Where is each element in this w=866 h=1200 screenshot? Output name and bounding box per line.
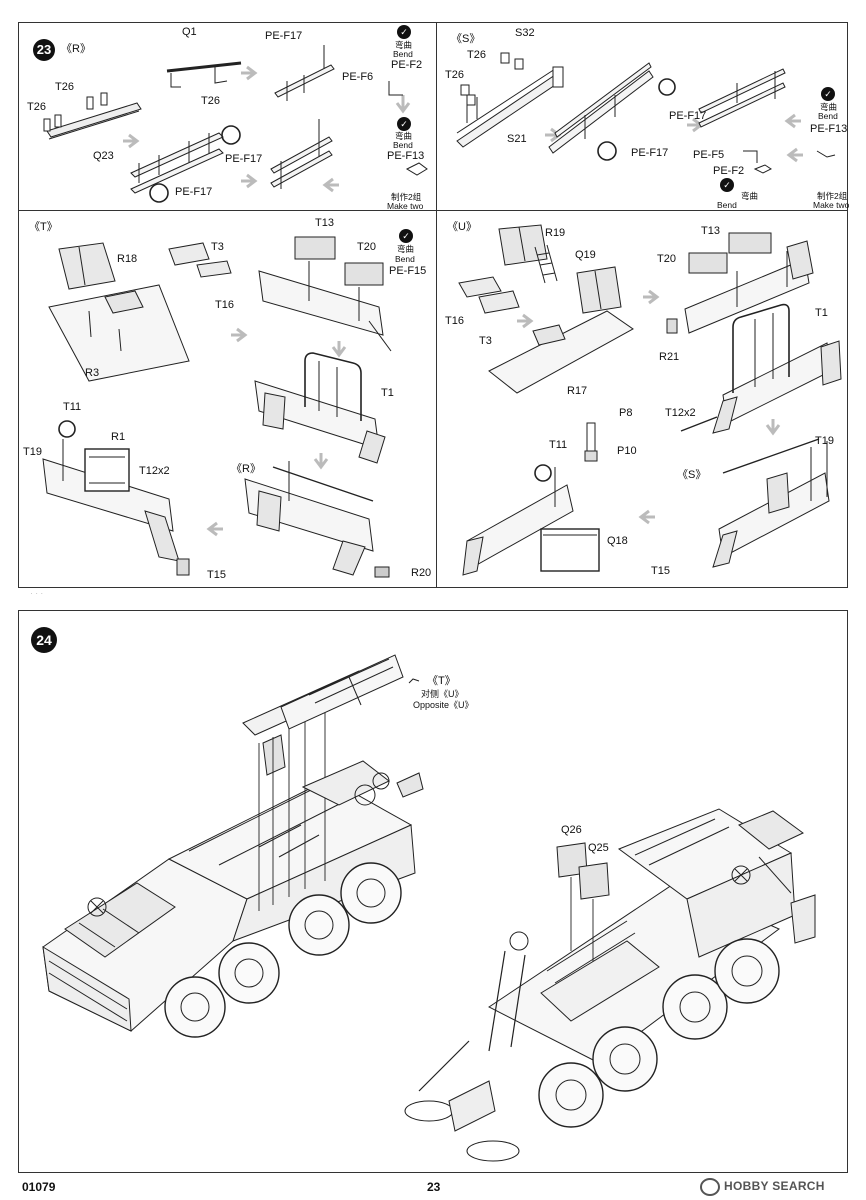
panel-step23-s: 《S》 S32 T26 T26 S21 PE-F17 PE-F17 PE-F13…	[436, 22, 850, 211]
r-label-pe-f17-mid: PE-F17	[225, 153, 263, 165]
bend-icon: ✓	[397, 25, 411, 39]
step24-label-q26: Q26	[561, 824, 582, 836]
r-label-pe-f6: PE-F6	[342, 71, 374, 83]
u-label-r19: R19	[545, 227, 566, 239]
u-label-t16: T16	[445, 315, 464, 327]
step24-drawing	[42, 654, 816, 1162]
t-label-t20: T20	[357, 241, 376, 253]
r-label-pe-f17-top: PE-F17	[265, 30, 303, 42]
step24-t-ref: 《T》	[427, 675, 456, 687]
bend-icon: ✓	[397, 117, 411, 131]
t-bend-en: Bend	[395, 254, 415, 264]
step24-opposite-en: Opposite《U》	[413, 700, 474, 710]
s-bend1-en: Bend	[818, 111, 838, 121]
hobby-search-watermark-text: HOBBY SEARCH	[724, 1179, 825, 1194]
footer-page-number: 23	[427, 1180, 441, 1194]
panel-edge-mark: · · ·	[30, 588, 44, 598]
u-label-r21: R21	[659, 351, 680, 363]
r-label-t26-c: T26	[27, 101, 46, 113]
step24-opposite-cn: 对侧《U》	[421, 689, 464, 699]
panel-step23-u: 《U》 R19 Q19 T16 T3 R17 T13 T20 T1 R21 P8…	[436, 210, 848, 588]
u-label-t3: T3	[479, 335, 492, 347]
step-24-badge: 24	[31, 627, 57, 653]
t-label-t3: T3	[211, 241, 224, 253]
bend-icon: ✓	[821, 87, 835, 101]
r-label-pe-f13: PE-F13	[387, 150, 425, 162]
r-bend1-cn: 弯曲	[395, 40, 413, 50]
r-label-q1: Q1	[182, 26, 197, 38]
r-label-pe-f17-low: PE-F17	[175, 186, 213, 198]
s-label-t26-a: T26	[467, 49, 486, 61]
s-label-s32: S32	[515, 27, 535, 39]
s-make-two-cn: 制作2组	[817, 191, 848, 201]
s-bend1-cn: 弯曲	[820, 102, 838, 112]
s-title: 《S》	[451, 33, 481, 45]
r-bend2-cn: 弯曲	[395, 131, 413, 141]
r-label-t26-b: T26	[201, 95, 220, 107]
t-title: 《T》	[29, 221, 58, 233]
footer-product-code: 01079	[22, 1180, 56, 1194]
u-label-t11: T11	[549, 439, 568, 451]
s-label-pe-f5: PE-F5	[693, 149, 725, 161]
u-label-q19: Q19	[575, 249, 596, 261]
s-label-s21: S21	[507, 133, 527, 145]
u-label-t15: T15	[651, 565, 670, 577]
u-label-t13: T13	[701, 225, 720, 237]
bend-icon: ✓	[399, 229, 413, 243]
t-label-t19: T19	[23, 446, 42, 458]
u-label-r17: R17	[567, 385, 588, 397]
s-label-pe-f17-a: PE-F17	[669, 110, 707, 122]
u-label-p10: P10	[617, 445, 637, 457]
u-label-t20: T20	[657, 253, 676, 265]
u-label-t1: T1	[815, 307, 828, 319]
s-bend2-en: Bend	[717, 200, 737, 210]
r-drawing	[43, 45, 428, 203]
r-bend1-en: Bend	[393, 49, 413, 59]
r-label-t26-a: T26	[55, 81, 74, 93]
panel-step23-r: 23 《R》 Q1 PE-F17 T26 T26 T26 Q23 PE-F6 P…	[18, 22, 437, 211]
bend-icon: ✓	[720, 178, 734, 192]
t-label-r3: R3	[85, 367, 100, 379]
t-label-t15: T15	[207, 569, 226, 581]
u-title: 《U》	[447, 221, 477, 233]
s-make-two-en: Make two	[813, 200, 850, 210]
r-bend2-en: Bend	[393, 140, 413, 150]
t-label-t11: T11	[63, 401, 82, 413]
s-label-pe-f2: PE-F2	[713, 165, 745, 177]
s-bend2-cn: 弯曲	[741, 191, 759, 201]
r-make-two-cn: 制作2组	[391, 192, 422, 202]
t-label-pe-f15: PE-F15	[389, 265, 427, 277]
t-label-t13: T13	[315, 217, 334, 229]
step-23-badge: 23	[33, 39, 55, 61]
hobby-search-logo-icon	[700, 1178, 720, 1196]
u-label-s-ref: 《S》	[677, 469, 707, 481]
r-label-q23: Q23	[93, 150, 114, 162]
t-drawing	[42, 236, 392, 578]
u-label-p8: P8	[619, 407, 633, 419]
s-label-pe-f17-b: PE-F17	[631, 147, 669, 159]
r-title: 《R》	[61, 43, 91, 55]
s-drawing	[456, 52, 836, 174]
u-label-t19: T19	[815, 435, 834, 447]
u-drawing	[458, 224, 842, 576]
s-label-pe-f13: PE-F13	[810, 123, 848, 135]
panel-step23-t: 《T》 R18 T3 T16 R3 T13 T20 ✓ 弯曲 Bend PE-F…	[18, 210, 437, 588]
step24-label-q25: Q25	[588, 842, 609, 854]
t-label-t12x2: T12x2	[139, 465, 170, 477]
r-make-two-en: Make two	[387, 201, 424, 211]
t-label-t16: T16	[215, 299, 234, 311]
r-label-pe-f2: PE-F2	[391, 59, 423, 71]
s-label-t26-b: T26	[445, 69, 464, 81]
hobby-search-watermark: HOBBY SEARCH	[700, 1178, 825, 1196]
t-label-r1: R1	[111, 431, 126, 443]
t-label-r-ref: 《R》	[231, 463, 261, 475]
panel-step24: 24 《T》 对侧《U》 Opposite《U》 Q26 Q25	[18, 610, 848, 1173]
t-label-r18: R18	[117, 253, 138, 265]
u-label-q18: Q18	[607, 535, 628, 547]
u-label-t12x2: T12x2	[665, 407, 696, 419]
t-label-t1: T1	[381, 387, 394, 399]
t-bend-cn: 弯曲	[397, 244, 415, 254]
t-label-r20: R20	[411, 567, 432, 579]
